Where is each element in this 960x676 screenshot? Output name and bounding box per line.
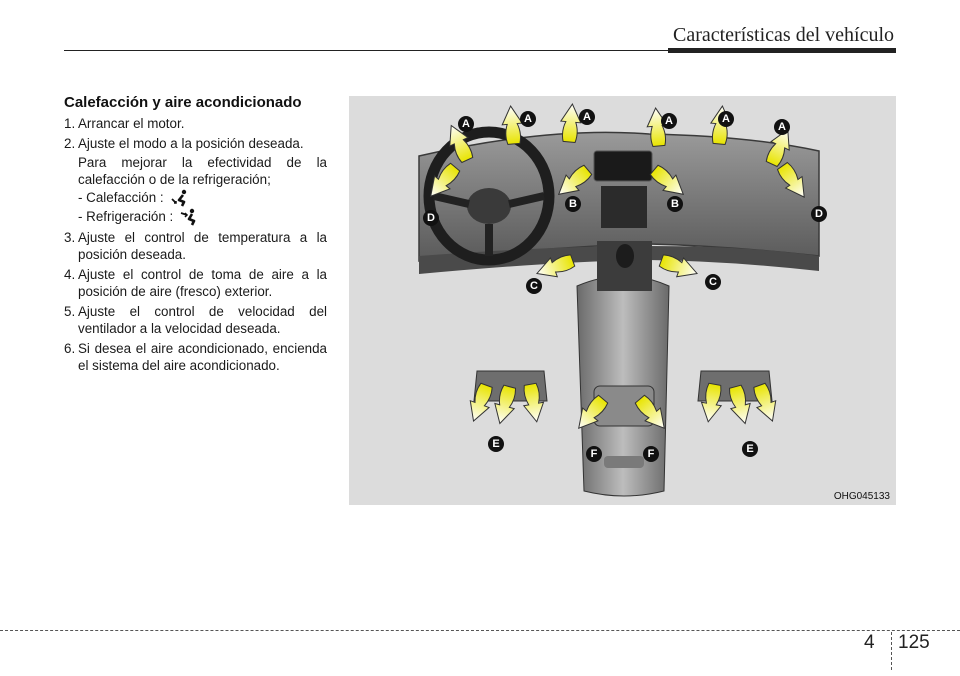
header-rule-thick <box>668 48 896 53</box>
face-vent-mode-icon <box>180 208 196 226</box>
vent-diagram-figure: A A A A A A B B C C D D E E F F OHG04513… <box>349 96 896 505</box>
step-6: 6. Si desea el aire acondicionado, encie… <box>64 340 327 374</box>
section-title: Calefacción y aire acondicionado <box>64 94 302 111</box>
step-number: 1. <box>64 116 76 131</box>
callout-b-2: B <box>667 196 683 212</box>
step-text: Ajuste el modo a la posición deseada. <box>78 136 304 151</box>
step-text: Arrancar el motor. <box>78 116 185 131</box>
callout-f-2: F <box>643 446 659 462</box>
callout-a-3: A <box>579 109 595 125</box>
step-2: 2. Ajuste el modo a la posición deseada. <box>64 135 327 152</box>
callout-a-2: A <box>520 111 536 127</box>
callout-d-2: D <box>811 206 827 222</box>
step-number: 3. <box>64 230 76 245</box>
step-number: 4. <box>64 267 76 282</box>
step-number: 6. <box>64 341 76 356</box>
step-number: 2. <box>64 136 76 151</box>
step-1: 1. Arrancar el motor. <box>64 115 327 132</box>
header-rule-thin <box>64 50 668 51</box>
dashboard-vent-illustration <box>418 102 820 497</box>
callout-d-1: D <box>423 210 439 226</box>
step-3: 3. Ajuste el control de temperatura a la… <box>64 229 327 263</box>
step-text: Ajuste el control de toma de aire a la p… <box>78 267 327 299</box>
floor-vent-mode-icon <box>170 189 186 207</box>
heating-label: - Calefacción : <box>78 190 164 205</box>
step-5: 5. Ajuste el control de velocidad del ve… <box>64 303 327 337</box>
callout-e-1: E <box>488 436 504 452</box>
callout-a-5: A <box>718 111 734 127</box>
callout-e-2: E <box>742 441 758 457</box>
callout-c-1: C <box>526 278 542 294</box>
step-text: Ajuste el control de velocidad del venti… <box>78 304 327 336</box>
figure-code: OHG045133 <box>833 491 890 502</box>
callout-f-1: F <box>586 446 602 462</box>
page-number-separator <box>891 632 893 670</box>
callout-b-1: B <box>565 196 581 212</box>
cooling-mode-line: - Refrigeración : <box>64 207 327 226</box>
cooling-label: - Refrigeración : <box>78 209 174 224</box>
step-text: Si desea el aire acondicionado, encienda… <box>78 341 327 373</box>
instruction-steps: 1. Arrancar el motor. 2. Ajuste el modo … <box>64 115 327 374</box>
chapter-number: 4 <box>864 632 875 653</box>
step-4: 4. Ajuste el control de toma de aire a l… <box>64 266 327 300</box>
callout-a-1: A <box>458 116 474 132</box>
step-2-note: Para mejorar la efectividad de la calefa… <box>78 155 327 187</box>
step-number: 5. <box>64 304 76 319</box>
callout-a-4: A <box>661 113 677 129</box>
page-header-title: Características del vehículo <box>672 24 894 46</box>
callout-c-2: C <box>705 274 721 290</box>
step-text: Ajuste el control de temperatura a la po… <box>78 230 327 262</box>
heating-mode-line: - Calefacción : <box>64 188 327 207</box>
footer-rule <box>0 630 960 631</box>
callout-a-6: A <box>774 119 790 135</box>
page-number: 125 <box>898 632 930 653</box>
